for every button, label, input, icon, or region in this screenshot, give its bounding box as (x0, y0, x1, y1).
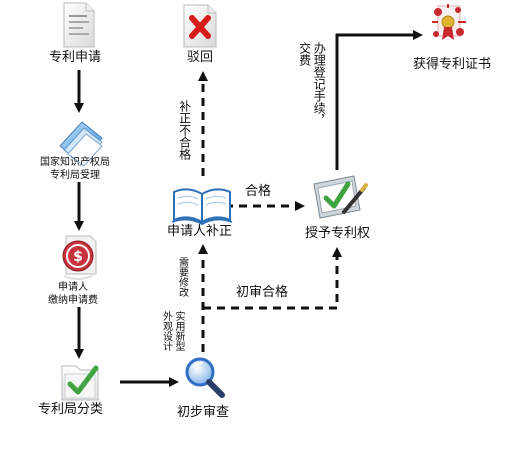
money-icon: $ (62, 235, 97, 280)
open-book-icon (171, 188, 233, 226)
edge-label-register-fee-line-2: 交费 (297, 42, 312, 66)
edge-label-qualified: 合格 (245, 184, 272, 199)
node-label-fee-line-2: 缴纳申请费 (48, 294, 98, 306)
document-icon (63, 2, 95, 48)
svg-text:$: $ (73, 249, 83, 265)
node-label-reject: 驳回 (187, 50, 214, 65)
edge-label-prelim-ok: 初审合格 (236, 285, 289, 300)
node-label-exam: 初步审查 (177, 405, 230, 420)
node-label-accept: 国家知识产权局 专利局受理 (40, 157, 110, 182)
node-label-accept-line-1: 国家知识产权局 (40, 157, 110, 168)
edge-label-utility-design: 实用新型 外观设计 (160, 311, 185, 351)
node-label-fee: 申请人 缴纳申请费 (48, 282, 98, 307)
folder-check-icon (61, 365, 99, 401)
certificate-icon (432, 4, 466, 40)
reject-document-icon (183, 4, 217, 48)
edge-label-register-fee-line-1: 办理登记手续， (312, 42, 327, 126)
node-label-fee-line-1: 申请人 (58, 282, 88, 293)
edge-label-utility-design-line-1: 实用新型 (173, 311, 184, 351)
node-label-grant: 授予专利权 (305, 226, 371, 241)
magnifier-icon (185, 357, 225, 398)
node-label-accept-line-2: 专利局受理 (50, 169, 100, 181)
arrow-exam-to-grant (203, 247, 342, 310)
edge-label-register-fee: 办理登记手续， 交费 (297, 42, 327, 126)
node-label-classify: 专利局分类 (38, 402, 104, 417)
edge-label-need-modify: 需要修改 (176, 257, 188, 297)
folder-stack-icon (59, 121, 103, 167)
node-label-certificate: 获得专利证书 (413, 57, 492, 72)
arrow-grant-to-certificate (335, 30, 423, 170)
node-label-supplement: 申请人补正 (167, 224, 233, 239)
node-label-apply: 专利申请 (49, 50, 102, 65)
edge-label-fail-supplement: 补正不合格 (177, 100, 192, 160)
approval-checklist-icon (313, 175, 368, 219)
edge-label-utility-design-line-2: 外观设计 (160, 311, 172, 351)
